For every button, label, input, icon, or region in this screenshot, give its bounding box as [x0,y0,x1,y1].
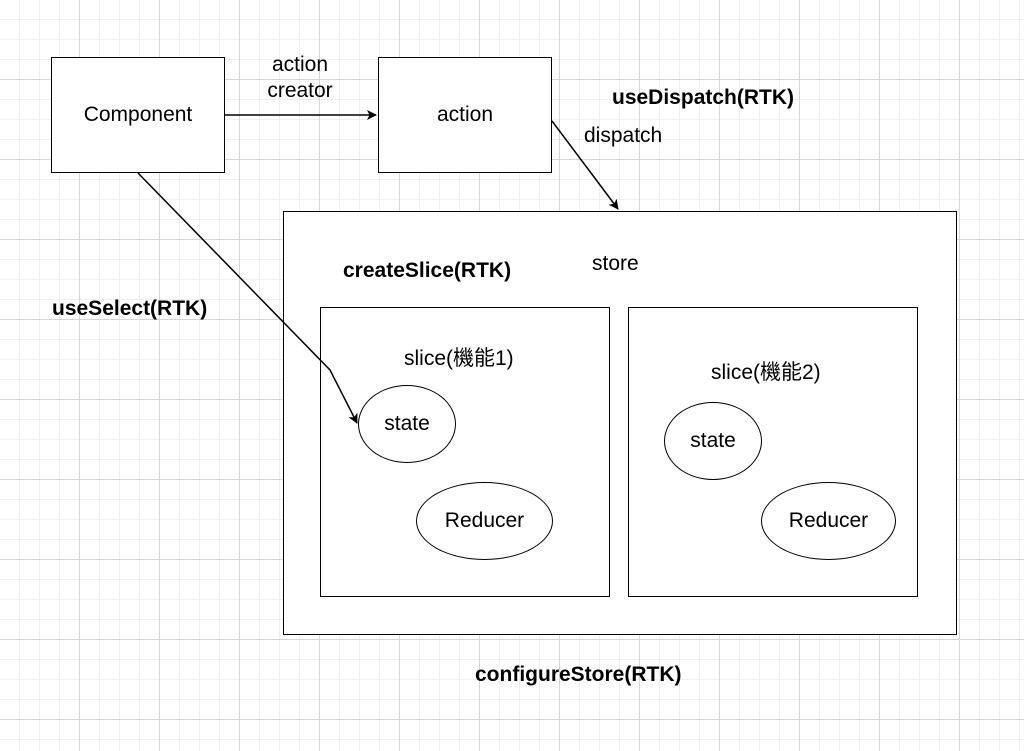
slice-label-2: slice(機能2) [711,361,821,384]
edge-label-action-creator-2: creator [267,79,333,102]
store-label: store [592,252,639,275]
slice-label-1: slice(機能1) [404,347,514,370]
annotation-create-slice: createSlice(RTK) [343,259,512,282]
state-ellipse-1: state [358,385,456,463]
reducer-ellipse-1: Reducer [416,482,553,560]
edge-label-dispatch: dispatch [584,124,663,147]
annotation-use-select: useSelect(RTK) [52,297,208,320]
annotation-configure-store: configureStore(RTK) [475,663,682,686]
state-ellipse-2: state [664,402,762,480]
reducer-ellipse-2: Reducer [761,482,896,560]
action-box: action [378,57,552,173]
edge-label-action-creator-1: action [271,53,329,76]
component-box: Component [51,57,225,173]
annotation-use-dispatch: useDispatch(RTK) [612,86,795,109]
